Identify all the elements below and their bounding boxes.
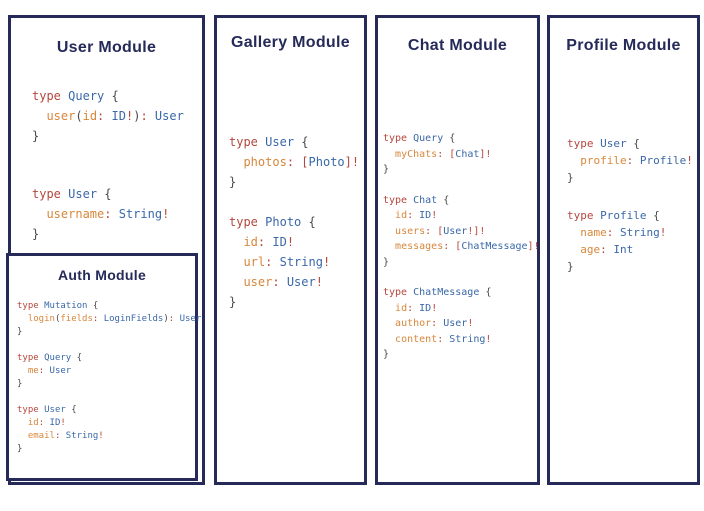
user-module-code: type Query { user(id: ID!): User}type Us… <box>32 89 184 242</box>
profile-module-title: Profile Module <box>566 37 681 54</box>
panel-profile-module: Profile Module type User { profile: Prof… <box>547 15 700 485</box>
panel-chat-module: Chat Module type Query { myChats: [Chat]… <box>375 15 540 485</box>
chat-module-code: type Query { myChats: [Chat]!}type Chat … <box>383 133 540 361</box>
panel-gallery-module: Gallery Module type User { photos: [Phot… <box>214 15 367 485</box>
auth-module-code: type Mutation { login(fields: LoginField… <box>17 300 202 454</box>
panel-auth-module: Auth Module type Mutation { login(fields… <box>6 253 202 481</box>
gallery-module-code: type User { photos: [Photo]!}type Photo … <box>229 135 360 310</box>
gallery-module-title: Gallery Module <box>231 34 350 51</box>
profile-module-code: type User { profile: Profile!}type Profi… <box>567 137 693 274</box>
auth-module-title: Auth Module <box>57 267 147 283</box>
user-module-title: User Module <box>56 39 157 56</box>
chat-module-title: Chat Module <box>407 37 508 54</box>
